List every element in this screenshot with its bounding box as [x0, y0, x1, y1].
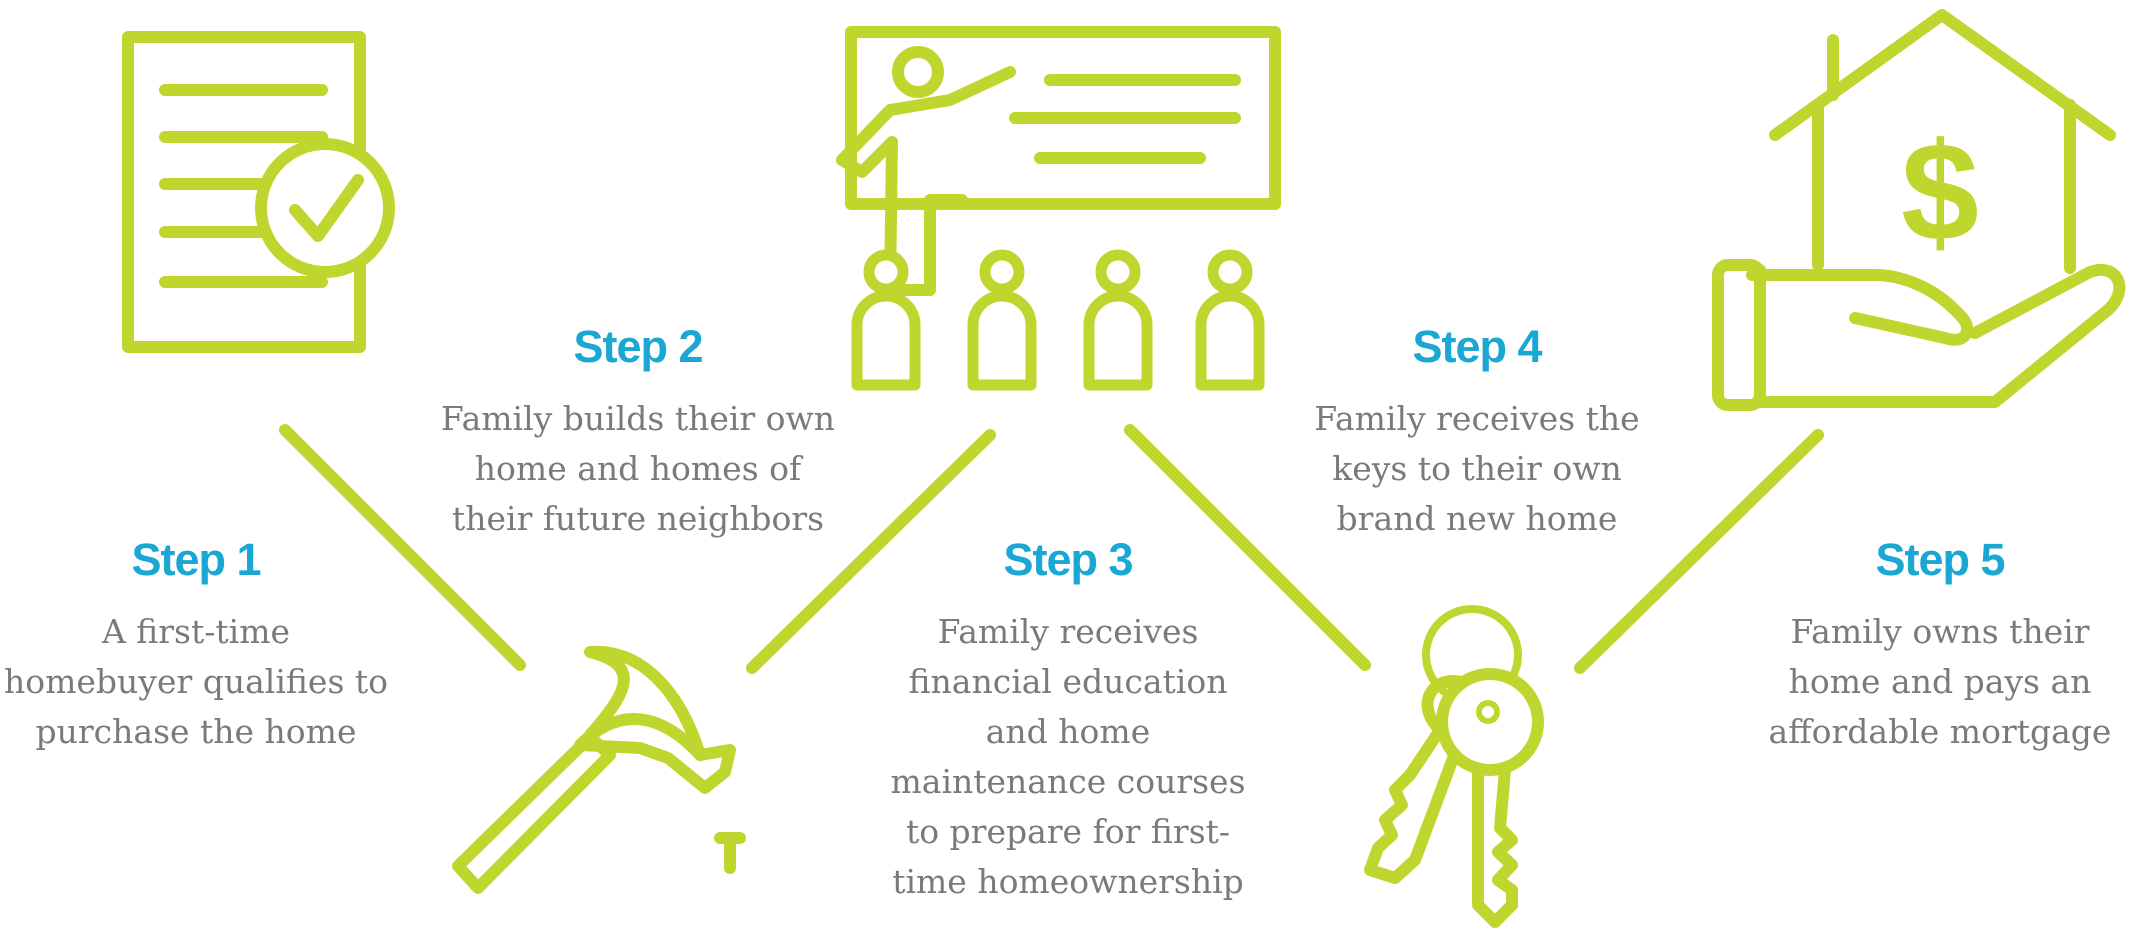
dollar-sign-icon: $	[1901, 113, 1979, 270]
connector-line-2	[746, 429, 996, 674]
step-description-line: A first-time	[101, 611, 291, 651]
step-description-line: maintenance courses	[890, 761, 1246, 801]
keys-icon	[1364, 605, 1544, 928]
step-description-line: home and pays an	[1788, 661, 2092, 701]
step-title: Step 5	[1875, 534, 2005, 585]
connector-lines	[279, 424, 1824, 674]
step-description-line: affordable mortgage	[1768, 711, 2112, 751]
connector-line-4	[1574, 429, 1824, 674]
step-description-line: to prepare for first-	[905, 811, 1231, 851]
step-description-line: keys to their own	[1332, 448, 1622, 488]
step-title: Step 3	[1003, 534, 1133, 585]
step-description: Family owns their home and pays an affor…	[1730, 607, 2139, 757]
step-description: Family receives financial education and …	[858, 607, 1278, 907]
step-description-line: Family builds their own	[440, 398, 836, 438]
step-description-line: purchase the home	[35, 711, 357, 751]
step-description-line: Family receives the	[1314, 398, 1640, 438]
step-description: Family receives the keys to their own br…	[1267, 394, 1687, 544]
step-4: Step 4 Family receives the keys to their…	[1267, 322, 1687, 544]
step-title: Step 2	[573, 321, 703, 372]
step-description-line: and home	[985, 711, 1151, 751]
step-description-line: brand new home	[1336, 498, 1618, 538]
step-description-line: financial education	[908, 661, 1228, 701]
step-2: Step 2 Family builds their own home and …	[428, 322, 848, 544]
house-dollar-hand-icon: $	[1712, 9, 2126, 411]
classroom-teacher-icon	[836, 26, 1281, 391]
step-3: Step 3 Family receives financial educati…	[858, 535, 1278, 907]
step-description-line: their future neighbors	[451, 498, 825, 538]
step-description-line: Family receives	[937, 611, 1199, 651]
step-5: Step 5 Family owns their home and pays a…	[1730, 535, 2139, 757]
step-description-line: time homeownership	[892, 861, 1244, 901]
step-description: A first-time homebuyer qualifies to purc…	[0, 607, 406, 757]
step-description: Family builds their own home and homes o…	[428, 394, 848, 544]
connector-line-1	[279, 424, 526, 671]
step-title: Step 4	[1412, 321, 1542, 372]
hammer-nail-icon	[452, 645, 746, 894]
step-description-line: homebuyer qualifies to	[3, 661, 388, 701]
checklist-document-icon	[122, 31, 395, 353]
step-description-line: Family owns their	[1790, 611, 2090, 651]
step-1: Step 1 A first-time homebuyer qualifies …	[0, 535, 406, 757]
connector-line-3	[1124, 424, 1371, 671]
step-title: Step 1	[131, 534, 261, 585]
step-description-line: home and homes of	[474, 448, 802, 488]
